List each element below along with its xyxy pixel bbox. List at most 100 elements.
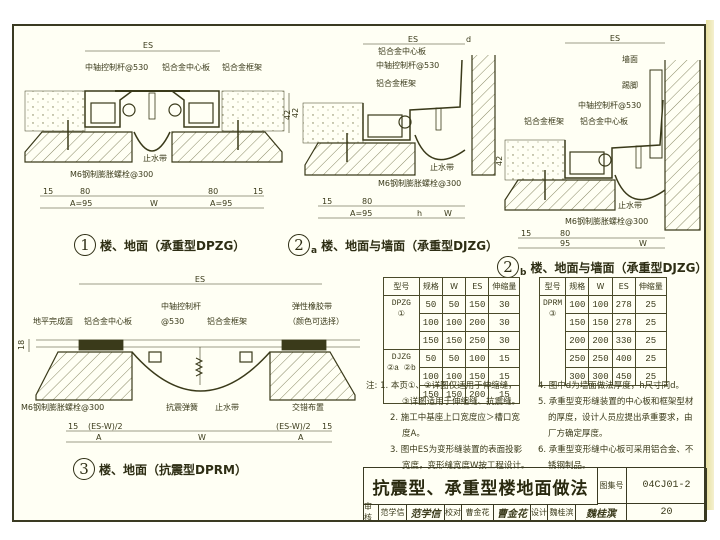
substrate xyxy=(304,142,416,176)
d3-frame-label: 铝合金框架 xyxy=(207,316,247,326)
table-row: 250 250 400 25 xyxy=(540,349,667,368)
designer-name: 魏桂滨 xyxy=(548,504,576,521)
detail-1-drawing xyxy=(24,50,290,209)
substrate xyxy=(504,179,616,211)
d2a-waterstop-label: 止水带 xyxy=(430,162,454,172)
waterstop xyxy=(131,351,271,392)
d2b-skirting-label: 踢脚 xyxy=(622,80,638,90)
detail-2a-caption: 2 a 楼、地面与墙面（承重型DJZG） xyxy=(288,234,498,256)
d1-dim-a95-right: A=95 xyxy=(210,199,232,208)
header-cell: 规格 xyxy=(565,277,590,296)
title-block: 抗震型、承重型楼地面做法 图集号 04CJ01-2 审核 范学信 范学信 校对 … xyxy=(363,467,707,522)
d2b-dim-80: 80 xyxy=(560,229,570,238)
rubber-strip-left xyxy=(78,339,124,351)
d2a-es-label: ES xyxy=(408,35,418,44)
cell: 278 xyxy=(611,295,636,314)
page-label: 页 xyxy=(597,504,627,521)
aluminum-frame-left xyxy=(84,90,135,128)
model-ref: ②a ②b xyxy=(387,364,416,373)
notes-left: 注: 1. 本页①、②详图仅适用于伸缩缝， ③详图适用于伸缩缝、抗震缝。 2. … xyxy=(366,378,529,474)
cell: 250 xyxy=(465,331,490,350)
cell: 30 xyxy=(488,331,521,350)
d2a-height-label: 42 xyxy=(283,110,292,120)
d2b-center-plate-label: 铝合金中心板 xyxy=(580,116,628,126)
checker-name: 曹金花 xyxy=(462,504,494,521)
cell: 50 xyxy=(441,349,467,368)
d3-dim-half-right: (ES-W)/2 xyxy=(276,422,311,431)
detail-title: 楼、地面与墙面（承重型DJZG） xyxy=(530,260,708,275)
d2a-d-label: d xyxy=(466,35,471,44)
d1-dim-15-right: 15 xyxy=(253,187,263,196)
frame-cavity xyxy=(569,151,605,175)
cell: 200 xyxy=(465,385,490,404)
table-header-row: 型号 规格 W ES 伸缩量 xyxy=(383,277,521,296)
d1-dim-80-left: 80 xyxy=(80,187,90,196)
d2b-control-rod-label: 中轴控制杆@530 xyxy=(578,100,641,110)
detail-2a-labels: ES d 铝合金中心板 中轴控制杆@530 铝合金框架 止水带 M6钢制膨胀螺栓… xyxy=(283,35,471,218)
cell: 150 xyxy=(418,331,443,350)
d3-center-plate-label: 铝合金中心板 xyxy=(84,316,132,326)
screed xyxy=(302,102,364,144)
detail-suffix: a xyxy=(311,246,318,256)
wall xyxy=(471,55,496,176)
table-row: 100 100 200 30 xyxy=(384,313,521,332)
cell: 15 xyxy=(488,385,521,404)
aluminum-frame xyxy=(564,99,664,179)
substrate-left xyxy=(24,131,133,163)
d3-dim-a-right: A xyxy=(298,433,304,442)
cell: 30 xyxy=(488,313,521,332)
d3-dim-15-right: 15 xyxy=(322,422,332,431)
d2b-waterstop-label: 止水带 xyxy=(618,200,642,210)
detail-number-circle: 2 xyxy=(288,234,310,256)
wall xyxy=(664,60,701,231)
cell: 25 xyxy=(634,313,667,332)
cell: 150 xyxy=(441,385,467,404)
frame-cavity-right xyxy=(188,102,214,124)
d2b-dim-w: W xyxy=(639,239,647,248)
control-rod xyxy=(635,145,642,169)
d2b-dim-95: 95 xyxy=(560,239,570,248)
header-cell: 规格 xyxy=(418,277,443,296)
cell: 150 xyxy=(441,331,467,350)
detail-title: 楼、地面与墙面（承重型DJZG） xyxy=(321,238,499,253)
cell: 330 xyxy=(611,331,636,350)
cell: 150 xyxy=(565,313,590,332)
detail-2a-drawing xyxy=(302,43,496,219)
notes-right: 4. 图中d为墙面做法厚度，h尺寸同d。 5. 承重型变形缝装置的中心板和框架型… xyxy=(538,378,693,474)
cell: 25 xyxy=(634,295,667,314)
note-line: 5. 承重型变形缝装置的中心板和框架型材 xyxy=(538,397,694,407)
cell: 50 xyxy=(441,295,467,314)
d1-dim-w: W xyxy=(150,199,158,208)
detail-2b-caption: 2 b 楼、地面与墙面（承重型DJZG） xyxy=(497,256,707,278)
cell: 100 xyxy=(588,295,613,314)
substrate-right xyxy=(269,351,356,401)
note-line: 锈钢制品。 xyxy=(548,461,591,471)
cell: 15 xyxy=(488,349,521,368)
note-line: 注: 1. 本页①、②详图仅适用于伸缩缝， xyxy=(366,378,529,394)
drawing-title: 抗震型、承重型楼地面做法 xyxy=(364,468,598,505)
model-name: DJZG xyxy=(391,353,411,362)
d3-dim-w: W xyxy=(198,433,206,442)
note-line: 宽度，变形缝宽度W按工程设计。 xyxy=(402,461,530,471)
cell: 100 xyxy=(418,313,443,332)
screed xyxy=(504,139,566,181)
cell: 250 xyxy=(565,349,590,368)
detail-1-caption: 1 楼、地面（承重型DPZG） xyxy=(74,234,245,256)
d3-bolt-label: M6钢制膨胀螺栓@300 xyxy=(21,402,104,412)
d3-rubber-label-2: （颜色可选择） xyxy=(288,316,344,326)
cell: 30 xyxy=(488,295,521,314)
d1-es-label: ES xyxy=(143,41,153,50)
d2b-height-label: 42 xyxy=(495,156,504,166)
detail-3-caption: 3 楼、地面（抗震型DPRM） xyxy=(73,458,247,480)
d3-floor-finish-label: 地平完成面 xyxy=(33,316,73,326)
note-line: 度A。 xyxy=(402,429,425,439)
table-row: 150 150 200 15 xyxy=(384,385,521,404)
d1-control-rod-label: 中轴控制杆@530 xyxy=(85,62,148,72)
reviewer-signature: 范学信 xyxy=(407,504,445,521)
header-cell: ES xyxy=(611,277,636,296)
pivot-right xyxy=(168,103,182,117)
atlas-number: 04CJ01-2 xyxy=(627,468,707,504)
